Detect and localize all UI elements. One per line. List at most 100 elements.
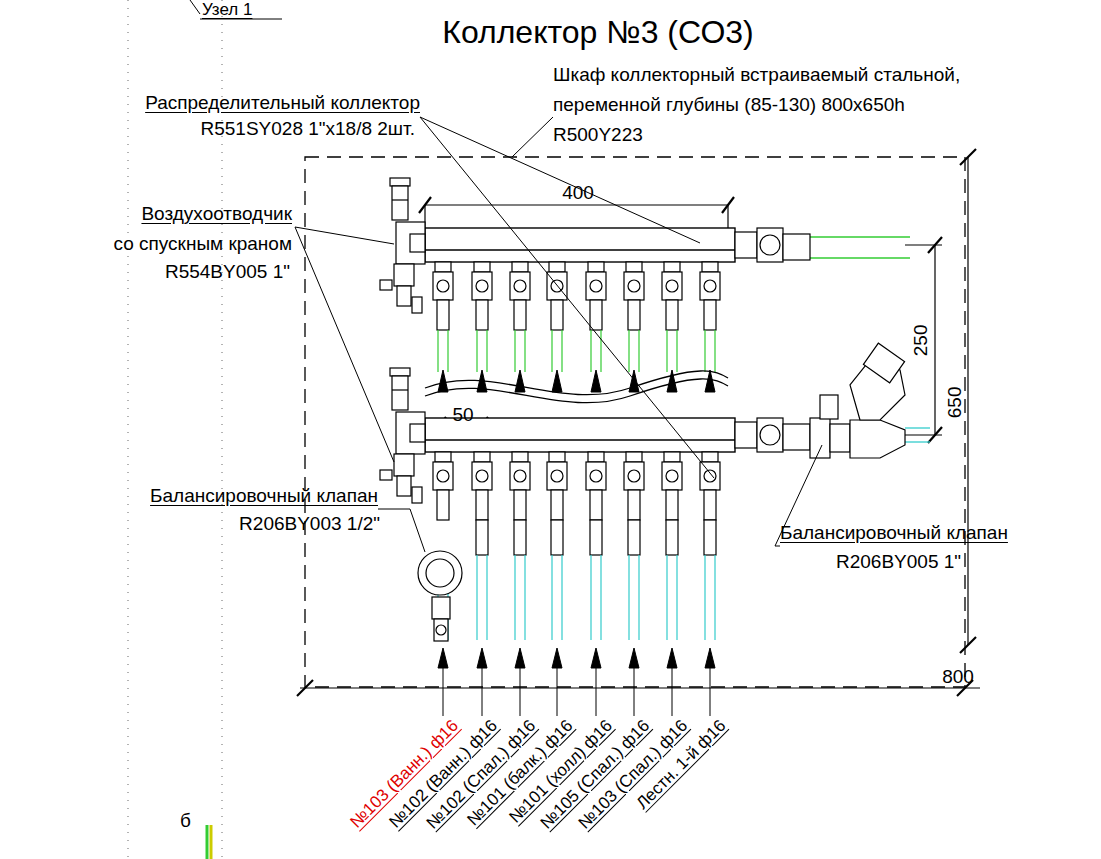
drawing-part (830, 424, 850, 452)
drawing-part (396, 412, 425, 454)
drawing-part (432, 597, 450, 619)
drawing-part (586, 272, 606, 300)
drawing-part (624, 272, 644, 300)
drawing-part (735, 422, 757, 448)
drawing-part (443, 668, 444, 716)
drawing-part (510, 462, 530, 490)
drawing-part (515, 370, 525, 392)
air-vents (380, 178, 425, 503)
drawing-part (512, 452, 528, 462)
drawing-part (810, 418, 830, 458)
drawing-part (666, 490, 678, 520)
break-lines (425, 371, 728, 403)
drawing-part (378, 509, 425, 552)
drawing-part (667, 648, 677, 668)
part-code: R554BY005 1" (165, 261, 290, 284)
part-name: Балансировочный клапан (780, 522, 1008, 545)
dimension: 250 (911, 324, 934, 356)
drawing-part (666, 520, 678, 555)
drawing-part (628, 330, 629, 372)
drawing-part (552, 370, 562, 392)
drawing-part (190, 0, 200, 14)
drawing-part (547, 462, 567, 490)
dimension: 50 (452, 404, 473, 427)
drawing-part (638, 330, 639, 372)
drawing-part (666, 300, 678, 330)
drawing-part (436, 625, 446, 635)
drawing-part (425, 249, 735, 250)
balancing-valve-small (418, 551, 462, 641)
drawing-part (757, 418, 783, 452)
part-name: Шкаф коллекторный встраиваемый стальной,… (553, 60, 1033, 120)
drawing-part (557, 668, 558, 716)
drawing-part (704, 555, 705, 640)
drawing-part (420, 117, 714, 478)
drawing-part (638, 555, 639, 640)
drawing-part (664, 262, 680, 272)
drawing-part (425, 228, 735, 262)
drawing-part (410, 424, 425, 442)
drawing-part (863, 343, 904, 383)
drawing-part (714, 330, 715, 372)
drawing-part (524, 330, 525, 372)
drawing-part (934, 245, 935, 435)
drawing-part (600, 330, 601, 372)
drawing-part (905, 427, 930, 428)
drawing-part (418, 551, 462, 595)
outlet-valves (433, 262, 720, 640)
drawing-part (590, 555, 591, 640)
drawing-part (591, 370, 601, 392)
drawing-part (628, 520, 640, 555)
drawing-part (437, 490, 449, 520)
drawing-part (472, 462, 492, 490)
drawing-part (435, 262, 451, 272)
part-code: R551SY028 1"x18/8 2шт. (200, 118, 415, 141)
drawing-part (514, 555, 515, 640)
node-tag: Узел 1 (202, 0, 252, 20)
drawing-part (905, 441, 930, 442)
drawing-part (476, 470, 488, 482)
manifold-bars (425, 228, 735, 452)
drawing-part (435, 452, 451, 462)
dimension: 800 (942, 666, 974, 689)
drawing-part (392, 389, 408, 390)
drawing-part (437, 300, 449, 330)
drawing-part (700, 272, 720, 300)
drawing-title: Коллектор №3 (СО3) (442, 14, 753, 51)
flow-arrows (438, 370, 715, 716)
drawing-part (438, 370, 448, 392)
drawing-part (392, 376, 408, 410)
drawing-part (447, 330, 448, 372)
drawing-part (928, 427, 942, 443)
drawing-part (591, 648, 601, 668)
drawing-part (515, 648, 525, 668)
drawing-part (486, 330, 487, 372)
drawing-part (474, 452, 490, 462)
drawing-part (628, 490, 640, 520)
drawing-part (482, 668, 483, 716)
drawing-part (664, 452, 680, 462)
drawing-part (390, 368, 410, 376)
drawing-part (476, 330, 477, 372)
drawing-part (425, 439, 735, 440)
drawing-part (561, 330, 562, 372)
dimension-lines (297, 149, 980, 696)
drawing-part (127, 0, 129, 859)
drawing-part (392, 186, 408, 220)
drawing-part (676, 330, 677, 372)
part-code: R206BY005 1" (836, 551, 961, 574)
drawing-part (666, 280, 678, 292)
marker-lines (207, 825, 211, 859)
drawing-part (850, 420, 905, 458)
drawing-part (704, 300, 716, 330)
drawing-part (629, 370, 639, 392)
drawing-part (514, 330, 515, 372)
drawing-part (476, 280, 488, 292)
drawing-part (551, 555, 552, 640)
drawing-part (295, 227, 394, 244)
drawing-part (514, 300, 526, 330)
drawing-part (551, 300, 563, 330)
drawing-part (434, 619, 448, 641)
drawing-part (425, 204, 728, 205)
drawing-part (702, 452, 718, 462)
